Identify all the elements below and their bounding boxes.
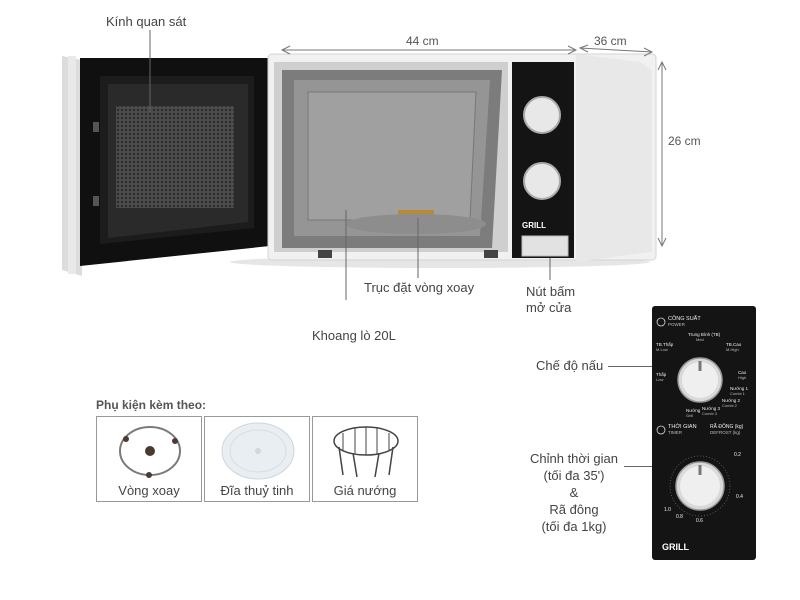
- width-dimension: 44 cm: [406, 34, 439, 48]
- glass-plate-icon: [221, 422, 295, 480]
- dimension-lines: [280, 44, 667, 248]
- oven-cavity: [282, 70, 502, 248]
- accessory-grill-rack: Giá nướng: [312, 416, 418, 502]
- power-knob-small[interactable]: [523, 96, 561, 134]
- open-door[interactable]: [62, 56, 270, 276]
- timer-title: THỜI GIAN: [668, 423, 697, 430]
- door-button-label: Nút bấm mở cửa: [526, 284, 576, 315]
- power-knob[interactable]: [677, 357, 723, 403]
- svg-text:Trung Bình (TB): Trung Bình (TB): [688, 332, 721, 337]
- svg-text:Combi 1: Combi 1: [730, 391, 746, 396]
- svg-text:Nướng 3: Nướng 3: [702, 406, 720, 411]
- svg-text:Nướng 2: Nướng 2: [722, 398, 740, 403]
- svg-text:Combi 2: Combi 2: [722, 403, 738, 408]
- svg-text:0.2: 0.2: [734, 452, 741, 458]
- accessory-caption: Vòng xoay: [118, 483, 180, 498]
- defrost-subtitle: DEFROST (kg): [710, 430, 741, 435]
- control-panel-closeup: CÔNG SUẤT POWER Trung Bình (TB) Med TB.T…: [652, 306, 756, 560]
- svg-text:Combi 3: Combi 3: [702, 411, 718, 416]
- power-icon: [656, 317, 666, 327]
- timer-icon: [656, 425, 666, 435]
- svg-text:Cao: Cao: [738, 370, 747, 375]
- accessory-caption: Đĩa thuỷ tinh: [220, 483, 294, 498]
- accessory-caption: Giá nướng: [333, 483, 397, 498]
- svg-text:TB.Thấp: TB.Thấp: [656, 342, 674, 347]
- svg-text:Thấp: Thấp: [656, 372, 667, 377]
- defrost-title: RÃ ĐÔNG (kg): [710, 423, 744, 430]
- svg-text:Nướng 1: Nướng 1: [730, 386, 748, 391]
- leader-lines: [149, 30, 551, 300]
- svg-text:Med: Med: [696, 337, 704, 342]
- turntable-shaft-label: Trục đặt vòng xoay: [364, 280, 475, 295]
- accessories-title: Phụ kiện kèm theo:: [96, 398, 207, 412]
- timer-subtitle: TIMER: [668, 430, 683, 435]
- viewing-window-mesh: [116, 106, 234, 208]
- accessory-turntable-ring: Vòng xoay: [96, 416, 202, 502]
- turntable-ring-icon: [119, 426, 181, 478]
- brand-label: GRILL: [662, 542, 689, 552]
- door-open-button[interactable]: [521, 235, 569, 257]
- svg-text:Grill: Grill: [686, 413, 693, 418]
- power-title: CÔNG SUẤT: [668, 315, 701, 322]
- svg-text:High: High: [738, 375, 746, 380]
- timer-knob-small[interactable]: [523, 162, 561, 200]
- timer-knob[interactable]: [669, 455, 731, 517]
- svg-text:M.High: M.High: [726, 347, 739, 352]
- svg-text:TB.Cao: TB.Cao: [726, 342, 742, 347]
- microwave-illustration: GRILL: [62, 30, 667, 300]
- power-subtitle: POWER: [668, 322, 686, 327]
- svg-text:1.0: 1.0: [664, 507, 671, 513]
- svg-text:0.8: 0.8: [676, 514, 683, 520]
- svg-text:0.4: 0.4: [736, 494, 743, 500]
- cavity-label: Khoang lò 20L: [312, 328, 396, 343]
- viewing-window-label: Kính quan sát: [106, 14, 187, 29]
- svg-text:M.Low: M.Low: [656, 347, 668, 352]
- control-panel-small: GRILL: [512, 62, 574, 258]
- height-dimension: 26 cm: [668, 134, 701, 148]
- cooking-mode-label: Chế độ nấu: [536, 358, 604, 373]
- svg-text:Low: Low: [656, 377, 663, 382]
- depth-dimension: 36 cm: [594, 34, 627, 48]
- svg-text:GRILL: GRILL: [522, 221, 546, 230]
- svg-text:Nướng: Nướng: [686, 408, 701, 413]
- svg-text:0.6: 0.6: [696, 518, 703, 524]
- timer-label: Chỉnh thời gian (tối đa 35') & Rã đông (…: [529, 451, 619, 534]
- grill-rack-icon: [333, 426, 399, 478]
- accessory-glass-plate: Đĩa thuỷ tinh: [204, 416, 310, 502]
